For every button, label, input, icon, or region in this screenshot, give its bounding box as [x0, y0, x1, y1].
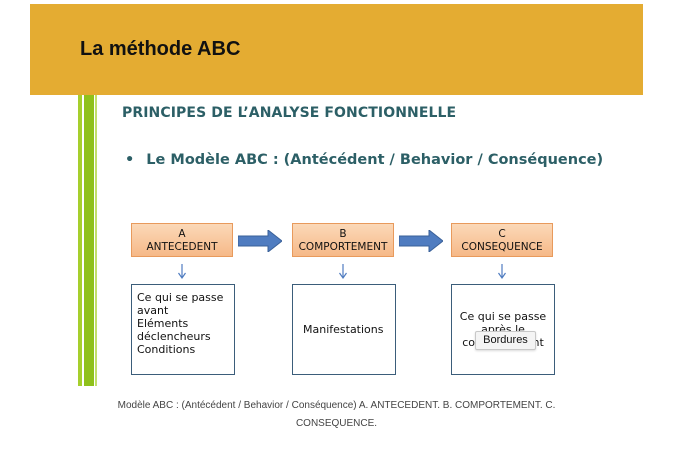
detail-line: déclencheurs	[137, 330, 211, 343]
bullet-icon: •	[125, 152, 135, 168]
stage-label: COMPORTEMENT	[298, 241, 388, 253]
detail-line: avant	[137, 304, 169, 317]
stage-box-comportement: B COMPORTEMENT	[292, 223, 394, 257]
stage-box-antecedent: A ANTECEDENT	[131, 223, 233, 257]
detail-box-comportement: Manifestations	[292, 284, 396, 375]
stage-label: ANTECEDENT	[146, 241, 218, 253]
detail-line: Ce qui se passe	[459, 310, 547, 323]
accent-stripe	[84, 95, 94, 386]
arrow-down-icon	[339, 264, 347, 280]
accent-stripe	[95, 95, 97, 386]
stage-letter: B	[339, 228, 347, 240]
detail-line: Eléments	[137, 317, 189, 330]
arrow-right-icon	[238, 230, 282, 252]
page-title: La méthode ABC	[80, 38, 241, 60]
stage-letter: A	[178, 228, 186, 240]
detail-line: Conditions	[137, 343, 196, 356]
arrow-down-icon	[178, 264, 186, 280]
arrow-down-icon	[498, 264, 506, 280]
tooltip: Bordures	[475, 331, 536, 350]
stage-letter: C	[498, 228, 506, 240]
detail-line: Manifestations	[303, 323, 384, 336]
bullet-text: Le Modèle ABC : (Antécédent / Behavior /…	[146, 152, 604, 168]
detail-line: Ce qui se passe	[137, 291, 224, 304]
stage-label: CONSEQUENCE	[461, 241, 543, 253]
detail-box-consequence: Ce qui se passe après le comportement	[451, 284, 555, 375]
arrow-right-icon	[399, 230, 443, 252]
image-caption: Modèle ABC : (Antécédent / Behavior / Co…	[117, 400, 556, 429]
header-banner: La méthode ABC	[30, 4, 643, 95]
bullet-item: • Le Modèle ABC : (Antécédent / Behavior …	[125, 152, 603, 168]
slide-heading: PRINCIPES DE L’ANALYSE FONCTIONNELLE	[122, 105, 457, 121]
slide-image: PRINCIPES DE L’ANALYSE FONCTIONNELLE • Le…	[30, 95, 643, 386]
stage-box-consequence: C CONSEQUENCE	[451, 223, 553, 257]
detail-box-antecedent: Ce qui se passe avant Eléments déclenche…	[131, 284, 235, 375]
accent-stripe	[78, 95, 82, 386]
